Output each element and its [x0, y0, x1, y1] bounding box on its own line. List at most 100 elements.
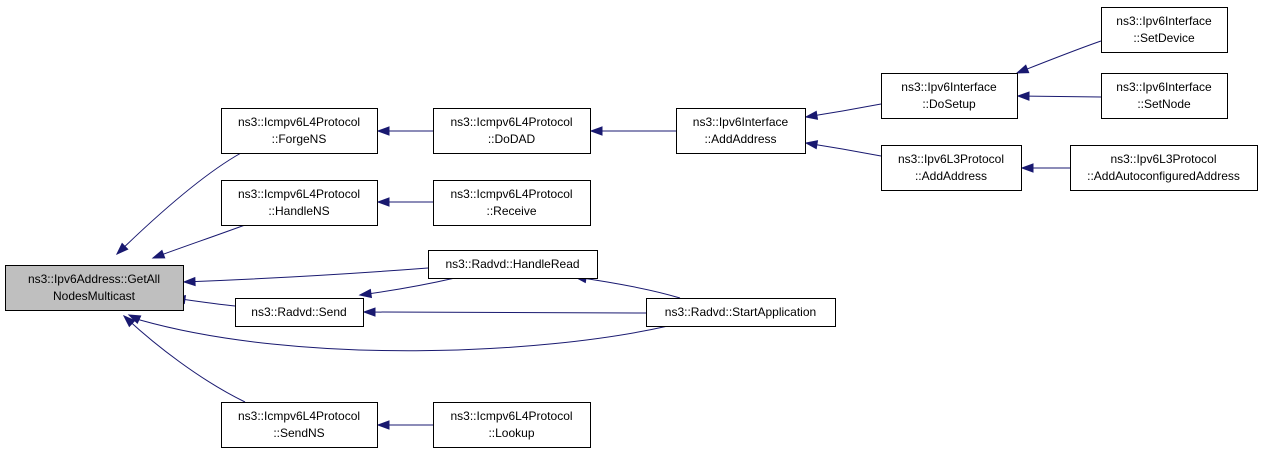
node-lookup[interactable]: ns3::Icmpv6L4Protocol::Lookup [433, 402, 591, 448]
arrowhead [1015, 64, 1030, 74]
node-label: ::DoSetup [922, 97, 976, 111]
edge-dodad-to-forgens [376, 126, 433, 136]
edge-line [152, 224, 246, 259]
edge-line [116, 152, 242, 255]
node-handleread[interactable]: ns3::Radvd::HandleRead [428, 250, 598, 279]
node-box [1070, 145, 1258, 191]
node-label: ns3::Icmpv6L4Protocol [450, 115, 572, 129]
arrowhead [358, 288, 373, 299]
node-box [221, 108, 378, 154]
node-label: ns3::Ipv6L3Protocol [898, 152, 1004, 166]
node-box [676, 108, 806, 154]
node-label: ::ForgeNS [272, 132, 327, 146]
node-setnode[interactable]: ns3::Ipv6Interface::SetNode [1101, 73, 1228, 119]
node-receive[interactable]: ns3::Icmpv6L4Protocol::Receive [433, 180, 591, 226]
edge-handleread-to-radvd_send [358, 277, 456, 299]
node-forgens[interactable]: ns3::Icmpv6L4Protocol::ForgeNS [221, 108, 378, 154]
node-box [5, 265, 184, 311]
arrowhead [151, 249, 166, 259]
edge-handlens-to-root [151, 224, 246, 259]
node-box [646, 298, 836, 327]
node-addautoconf[interactable]: ns3::Ipv6L3Protocol::AddAutoconfiguredAd… [1070, 145, 1258, 191]
node-box [881, 145, 1022, 191]
node-label: ns3::Icmpv6L4Protocol [238, 409, 360, 423]
edge-line [359, 277, 456, 296]
node-dodad[interactable]: ns3::Icmpv6L4Protocol::DoDAD [433, 108, 591, 154]
edge-line [123, 315, 246, 403]
node-label: ::Lookup [488, 426, 534, 440]
edge-line [135, 318, 669, 352]
node-box [235, 298, 364, 327]
node-label: ns3::Ipv6Interface [901, 80, 997, 94]
node-sendns[interactable]: ns3::Icmpv6L4Protocol::SendNS [221, 402, 378, 448]
node-box [881, 73, 1018, 119]
edge-dosetup-to-if_addaddress [804, 103, 882, 120]
edge-sendns-to-root [122, 315, 246, 403]
node-l3_addaddress[interactable]: ns3::Ipv6L3Protocol::AddAddress [881, 145, 1022, 191]
edge-l3_addaddress-to-if_addaddress [804, 140, 882, 157]
node-box [428, 250, 598, 279]
node-radvd_send[interactable]: ns3::Radvd::Send [235, 298, 364, 327]
node-label: ::SetNode [1137, 97, 1191, 111]
node-dosetup[interactable]: ns3::Ipv6Interface::DoSetup [881, 73, 1018, 119]
node-box [1101, 7, 1228, 53]
node-label: ns3::Ipv6L3Protocol [1110, 152, 1216, 166]
node-box [1101, 73, 1228, 119]
arrowhead [127, 314, 142, 325]
node-label: ns3::Ipv6Interface [693, 115, 789, 129]
node-label: ns3::Icmpv6L4Protocol [238, 115, 360, 129]
arrowhead [1016, 91, 1030, 101]
edge-receive-to-handlens [376, 197, 433, 207]
edge-forgens-to-root [115, 152, 242, 256]
node-if_addaddress[interactable]: ns3::Ipv6Interface::AddAddress [676, 108, 806, 154]
node-label: ::HandleNS [268, 204, 329, 218]
node-label: ::AddAddress [704, 132, 776, 146]
arrowhead [182, 276, 196, 287]
arrowhead [122, 315, 136, 328]
node-handlens[interactable]: ns3::Icmpv6L4Protocol::HandleNS [221, 180, 378, 226]
node-label: ns3::Radvd::Send [251, 305, 346, 319]
edge-line [574, 276, 681, 299]
node-startapp[interactable]: ns3::Radvd::StartApplication [646, 298, 836, 327]
edge-line [363, 311, 647, 314]
arrowhead [362, 307, 376, 317]
node-box [433, 108, 591, 154]
edge-startapp-to-root [127, 314, 669, 352]
arrowhead [115, 242, 129, 256]
edge-line [1016, 40, 1102, 74]
node-label: ::AddAutoconfiguredAddress [1087, 169, 1240, 183]
edge-handleread-to-root [182, 267, 429, 287]
arrowhead [376, 197, 390, 207]
node-label: NodesMulticast [53, 289, 136, 303]
node-label: ::Receive [486, 204, 536, 218]
node-label: ns3::Icmpv6L4Protocol [238, 187, 360, 201]
arrowhead [376, 126, 390, 136]
edge-addautoconf-to-l3_addaddress [1020, 163, 1070, 173]
node-label: ::SetDevice [1133, 31, 1195, 45]
node-label: ns3::Icmpv6L4Protocol [450, 409, 572, 423]
edge-setnode-to-dosetup [1016, 91, 1102, 101]
node-label: ns3::Radvd::StartApplication [665, 305, 816, 319]
node-box [221, 180, 378, 226]
arrowhead [376, 420, 390, 430]
node-label: ::AddAddress [915, 169, 987, 183]
node-box [433, 180, 591, 226]
node-setdevice[interactable]: ns3::Ipv6Interface::SetDevice [1101, 7, 1228, 53]
node-label: ns3::Radvd::HandleRead [445, 257, 579, 271]
edge-line [183, 267, 429, 283]
nodes-layer: ns3::Ipv6Address::GetAllNodesMulticastns… [5, 7, 1258, 448]
node-label: ::DoDAD [488, 132, 536, 146]
node-box [221, 402, 378, 448]
node-label: ns3::Ipv6Interface [1116, 14, 1212, 28]
node-box [433, 402, 591, 448]
edge-startapp-to-radvd_send [362, 307, 647, 317]
node-label: ns3::Ipv6Address::GetAll [28, 272, 160, 286]
node-label: ns3::Icmpv6L4Protocol [450, 187, 572, 201]
edge-setdevice-to-dosetup [1015, 40, 1102, 74]
node-label: ::SendNS [273, 426, 324, 440]
edge-line [1017, 95, 1102, 98]
arrowhead [804, 140, 819, 150]
arrowhead [589, 126, 603, 136]
